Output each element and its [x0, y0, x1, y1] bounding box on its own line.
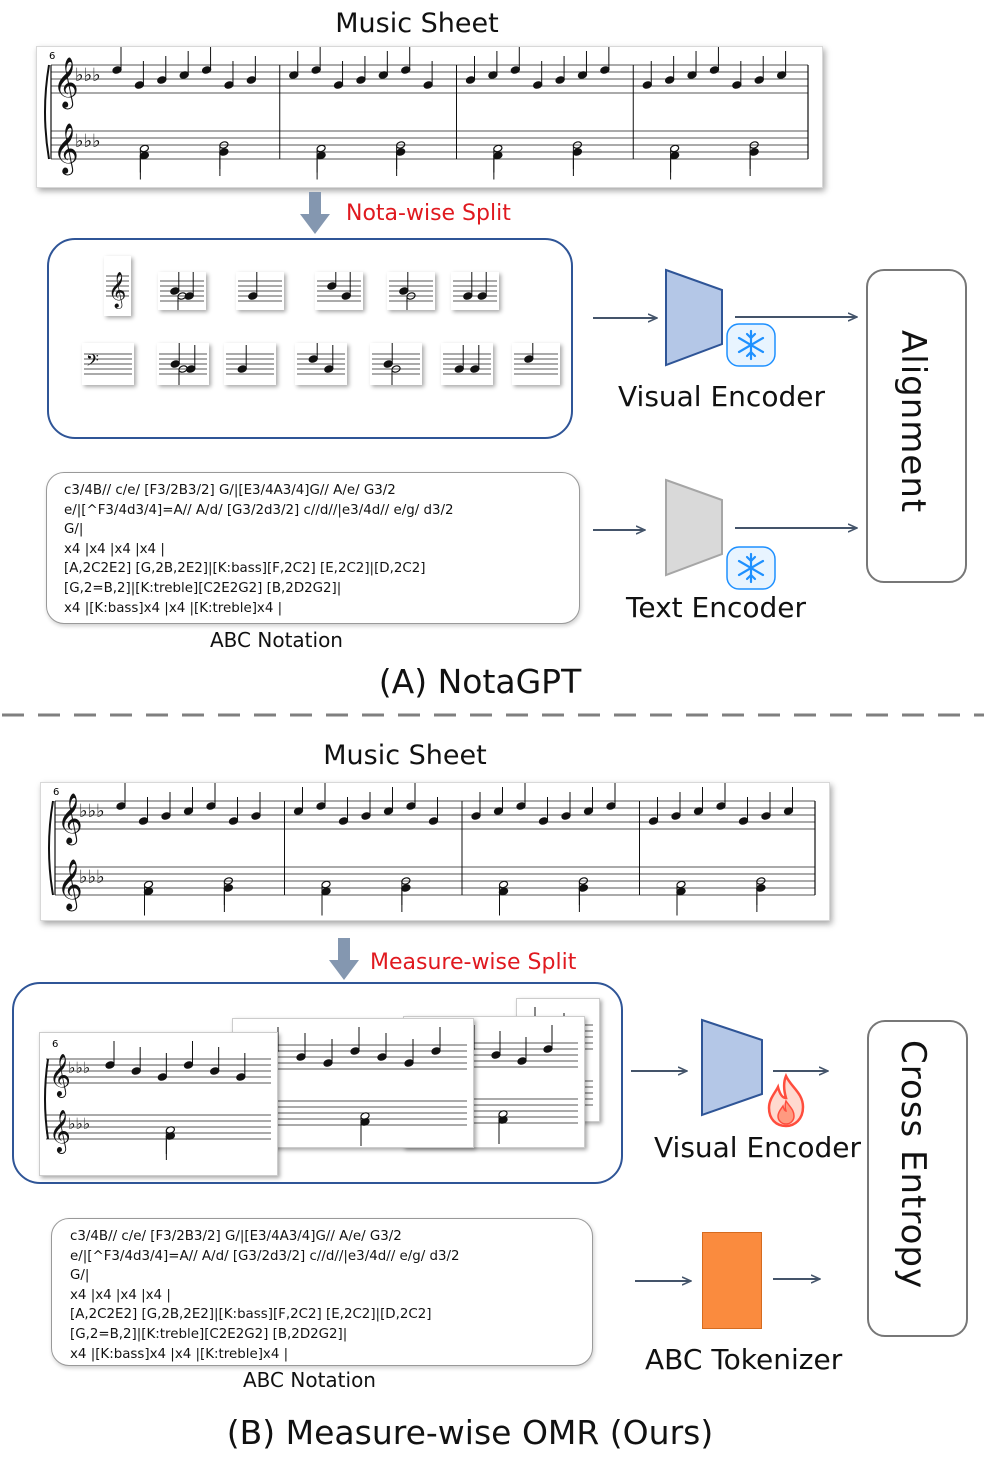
measure-wise-split-label: Measure-wise Split [370, 950, 577, 975]
nota-tile: 𝄢 [82, 343, 134, 385]
svg-text:♭♭♭: ♭♭♭ [79, 801, 105, 822]
abc-line: c3/4B// c/e/ [F3/2B3/2] G/|[E3/4A3/4]G//… [64, 483, 396, 498]
nota-tile [236, 272, 284, 310]
abc-line: [G,2=B,2]|[K:treble][C2E2G2] [B,2D2G2]| [70, 1326, 348, 1342]
abc-notation-box-b [51, 1218, 593, 1366]
svg-text:♭♭♭: ♭♭♭ [68, 1115, 90, 1133]
abc-line: e/|[^F3/4d3/4]=A// A/d/ [G3/2d3/2] c//d/… [64, 502, 454, 518]
nota-tile [441, 343, 493, 385]
nota-tile [224, 343, 276, 385]
arrows-a [593, 300, 865, 540]
abc-line: [A,2C2E2] [G,2B,2E2]|[K:bass][F,2C2] [E,… [64, 561, 426, 577]
nota-tile [158, 267, 206, 320]
abc-line: G/| [64, 522, 84, 538]
text-encoder-shape [665, 478, 723, 577]
visual-encoder-b-label: Visual Encoder [654, 1131, 861, 1164]
section-title-b: (B) Measure-wise OMR (Ours) [226, 1413, 714, 1452]
svg-text:𝄞: 𝄞 [49, 1052, 71, 1098]
visual-encoder-b-shape [701, 1018, 763, 1117]
down-arrow-icon [300, 192, 330, 234]
alignment-label: Alignment [893, 330, 933, 514]
abc-line: [G,2=B,2]|[K:treble][C2E2G2] [B,2D2G2]| [64, 580, 342, 596]
abc-line: x4 |x4 |x4 |x4 | [70, 1287, 171, 1303]
svg-text:𝄞: 𝄞 [49, 1108, 71, 1154]
nota-tile [451, 272, 499, 310]
arrows-b [631, 1055, 840, 1295]
measure-number: 6 [53, 787, 59, 798]
nota-tile [387, 267, 435, 320]
svg-text:𝄞: 𝄞 [57, 860, 83, 912]
svg-text:𝄞: 𝄞 [53, 58, 79, 110]
music-sheet-title-b: Music Sheet [323, 740, 487, 771]
snowflake-icon [726, 323, 776, 367]
measure-sheet: 6𝄞𝄞♭♭♭♭♭♭ [39, 1032, 278, 1176]
svg-text:♭♭♭: ♭♭♭ [68, 1059, 90, 1077]
svg-text:♭♭♭: ♭♭♭ [79, 867, 105, 888]
svg-text:♭♭♭: ♭♭♭ [75, 131, 101, 152]
snowflake-icon [726, 546, 776, 590]
section-title-a: (A) NotaGPT [378, 662, 582, 701]
music-sheet-title-a: Music Sheet [335, 8, 499, 39]
abc-line: e/|[^F3/4d3/4]=A// A/d/ [G3/2d3/2] c//d/… [70, 1248, 460, 1264]
abc-tokenizer-label: ABC Tokenizer [645, 1343, 843, 1376]
nota-tile [157, 340, 209, 393]
svg-text:𝄞: 𝄞 [53, 124, 79, 176]
fire-icon [767, 1073, 805, 1128]
nota-tile [512, 335, 560, 385]
text-encoder-label: Text Encoder [626, 591, 807, 624]
abc-tokenizer-shape [702, 1232, 762, 1329]
abc-line: x4 |[K:bass]x4 |x4 |[K:treble]x4 | [64, 600, 283, 616]
nota-tile: 𝄞 [104, 256, 131, 316]
section-divider [2, 713, 984, 717]
svg-text:♭♭♭: ♭♭♭ [75, 65, 101, 86]
music-sheet-a: 6𝄞𝄞♭♭♭♭♭♭ [36, 46, 823, 188]
cross-entropy-box [867, 1020, 968, 1337]
measure-number: 6 [49, 51, 55, 62]
music-sheet-b: 6𝄞𝄞♭♭♭♭♭♭ [40, 782, 830, 921]
abc-line: G/| [70, 1268, 90, 1284]
nota-tiles-box [47, 238, 573, 439]
svg-text:6: 6 [52, 1039, 58, 1050]
svg-text:𝄞: 𝄞 [108, 272, 126, 309]
svg-text:𝄞: 𝄞 [57, 794, 83, 846]
down-arrow-icon [329, 938, 359, 980]
abc-notation-box-a [46, 472, 580, 624]
visual-encoder-a-label: Visual Encoder [618, 380, 825, 413]
abc-text-b: c3/4B// c/e/ [F3/2B3/2] G/|[E3/4A3/4]G//… [70, 1227, 460, 1364]
abc-text-a: c3/4B// c/e/ [F3/2B3/2] G/|[E3/4A3/4]G//… [64, 481, 454, 618]
abc-line: x4 |[K:bass]x4 |x4 |[K:treble]x4 | [70, 1346, 289, 1362]
nota-wise-split-label: Nota-wise Split [346, 201, 511, 226]
abc-line: c3/4B// c/e/ [F3/2B3/2] G/|[E3/4A3/4]G//… [70, 1229, 402, 1244]
alignment-box [866, 269, 967, 583]
nota-tile [370, 340, 422, 393]
nota-tile [295, 335, 347, 385]
visual-encoder-a-shape [665, 268, 723, 367]
cross-entropy-label: Cross Entropy [893, 1040, 933, 1290]
nota-tile [315, 262, 363, 310]
abc-caption-a: ABC Notation [210, 628, 343, 652]
svg-text:𝄢: 𝄢 [86, 350, 99, 374]
abc-line: x4 |x4 |x4 |x4 | [64, 541, 165, 557]
abc-line: [A,2C2E2] [G,2B,2E2]|[K:bass][F,2C2] [E,… [70, 1307, 432, 1323]
abc-caption-b: ABC Notation [243, 1368, 376, 1392]
